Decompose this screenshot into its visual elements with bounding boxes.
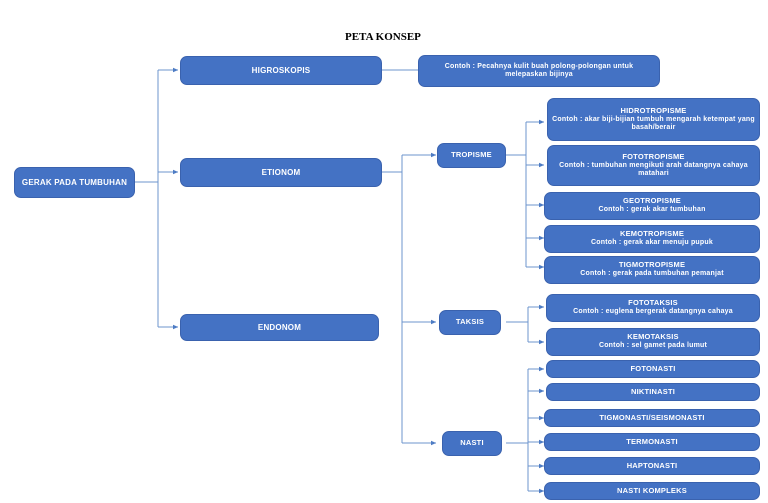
node-endonom[interactable]: ENDONOM [180, 314, 379, 341]
node-kemotropisme[interactable]: KEMOTROPISME Contoh : gerak akar menuju … [544, 225, 760, 253]
node-subtitle: Contoh : gerak pada tumbuhan pemanjat [580, 270, 724, 278]
node-title: TIGMONASTI/SEISMONASTI [599, 412, 705, 422]
node-tigmotropisme[interactable]: TIGMOTROPISME Contoh : gerak pada tumbuh… [544, 256, 760, 284]
node-title: NASTI KOMPLEKS [617, 485, 687, 495]
node-subtitle: Contoh : euglena bergerak datangnya caha… [573, 308, 733, 316]
node-title: KEMOTROPISME [619, 229, 685, 239]
node-higroskopis-example[interactable]: Contoh : Pecahnya kulit buah polong-polo… [418, 55, 660, 87]
node-title: NIKTINASTI [630, 386, 676, 396]
node-title: TIGMOTROPISME [618, 260, 686, 270]
node-label: HIGROSKOPIS [251, 65, 311, 75]
node-label: NASTI [460, 438, 484, 448]
node-title: HIDROTROPISME [620, 105, 687, 115]
node-termonasti[interactable]: TERMONASTI [544, 433, 760, 451]
node-taksis[interactable]: TAKSIS [439, 310, 501, 335]
node-geotropisme[interactable]: GEOTROPISME Contoh : gerak akar tumbuhan [544, 192, 760, 220]
node-label: GERAK PADA TUMBUHAN [21, 177, 128, 187]
node-etionom[interactable]: ETIONOM [180, 158, 382, 187]
node-hidrotropisme[interactable]: HIDROTROPISME Contoh : akar biji-bijian … [547, 98, 760, 141]
node-niktinasti[interactable]: NIKTINASTI [546, 383, 760, 401]
page-title: PETA KONSEP [345, 31, 421, 43]
node-subtitle: Contoh : akar biji-bijian tumbuh mengara… [552, 115, 755, 131]
node-subtitle: Contoh : gerak akar tumbuhan [598, 206, 706, 214]
node-fototaksis[interactable]: FOTOTAKSIS Contoh : euglena bergerak dat… [546, 294, 760, 322]
node-title: FOTOTAKSIS [628, 298, 678, 308]
node-higroskopis[interactable]: HIGROSKOPIS [180, 56, 382, 85]
node-label: TAKSIS [455, 317, 485, 327]
node-label: ETIONOM [261, 167, 301, 177]
node-fototropisme[interactable]: FOTOTROPISME Contoh : tumbuhan mengikuti… [547, 145, 760, 186]
node-title: FOTOTROPISME [622, 151, 685, 161]
node-haptonasti[interactable]: HAPTONASTI [544, 457, 760, 475]
node-kemotaksis[interactable]: KEMOTAKSIS Contoh : sel gamet pada lumut [546, 328, 760, 356]
node-title: TERMONASTI [626, 436, 678, 446]
node-subtitle: Contoh : gerak akar menuju pupuk [591, 239, 713, 247]
node-tigmonasti-seismonasti[interactable]: TIGMONASTI/SEISMONASTI [544, 409, 760, 427]
node-title: KEMOTAKSIS [627, 332, 679, 342]
node-fotonasti[interactable]: FOTONASTI [546, 360, 760, 378]
node-title: GEOTROPISME [622, 196, 682, 206]
node-tropisme[interactable]: TROPISME [437, 143, 506, 168]
node-gerak-pada-tumbuhan[interactable]: GERAK PADA TUMBUHAN [14, 167, 135, 198]
node-label: Contoh : Pecahnya kulit buah polong-polo… [444, 62, 634, 78]
node-title: HAPTONASTI [626, 460, 678, 470]
node-nasti[interactable]: NASTI [442, 431, 502, 456]
node-subtitle: Contoh : sel gamet pada lumut [598, 342, 708, 350]
node-nasti-kompleks[interactable]: NASTI KOMPLEKS [544, 482, 760, 500]
node-label: TROPISME [451, 150, 492, 160]
node-title: FOTONASTI [630, 363, 676, 373]
node-label: ENDONOM [257, 322, 302, 332]
node-subtitle: Contoh : tumbuhan mengikuti arah datangn… [559, 161, 748, 177]
